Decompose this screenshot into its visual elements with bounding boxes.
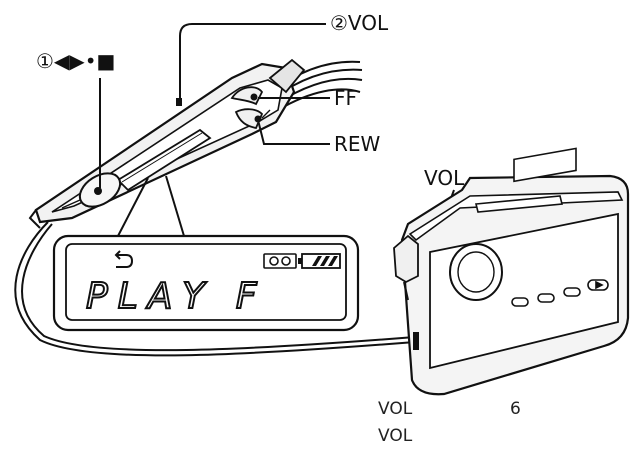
remote-jack-plug: [393, 234, 419, 301]
vol-player-label: VOL: [424, 166, 465, 190]
remote-control: [28, 58, 306, 229]
vol-remote-label: ②VOL: [330, 11, 389, 35]
jog-dial[interactable]: [449, 243, 503, 301]
display-text: PLAY F: [86, 276, 267, 317]
note-line1-right: 6: [510, 399, 521, 419]
cassette-player: [393, 147, 630, 396]
play-stop-button[interactable]: [74, 166, 126, 213]
remote-lcd-window: [116, 128, 212, 192]
battery-icon: [298, 253, 341, 269]
ff-label: FF: [334, 86, 357, 110]
note-line1-left: VOL: [378, 399, 413, 419]
player-lcd: [513, 147, 577, 183]
rew-label: REW: [334, 132, 381, 156]
volume-knob-remote[interactable]: [176, 98, 182, 106]
cable-remote-to-player: [14, 221, 416, 357]
player-buttons[interactable]: [511, 279, 609, 307]
note-line2-left: VOL: [378, 426, 413, 446]
repeat-arrow-icon: [114, 250, 134, 268]
volume-wheel-player[interactable]: [413, 332, 419, 350]
cassette-icon: [263, 253, 297, 269]
enlarged-display: PLAY F: [52, 234, 360, 332]
play-stop-label: ①◀▶•■: [36, 49, 115, 73]
